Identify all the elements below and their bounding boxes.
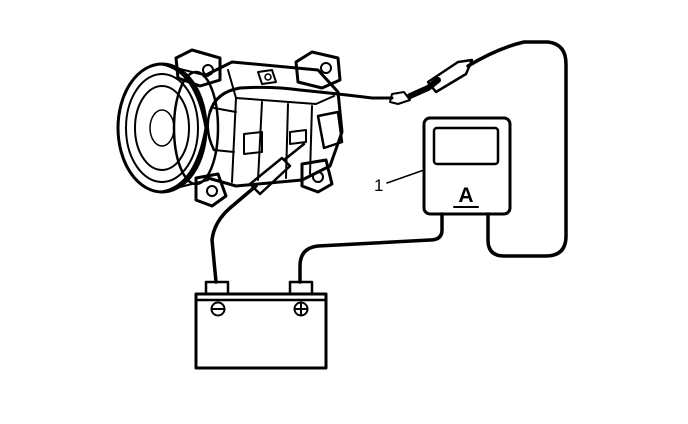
compressor-housing bbox=[174, 48, 394, 208]
test-lead-to-ammeter bbox=[389, 40, 568, 258]
callout-label-1: 1 bbox=[374, 176, 383, 195]
lead-ammeter-to-battery-positive bbox=[298, 212, 444, 284]
ammeter-unit-label: A bbox=[458, 184, 473, 207]
compressor bbox=[116, 48, 394, 208]
clutch-pulley bbox=[116, 62, 220, 194]
battery bbox=[194, 280, 328, 370]
callout-ammeter: 1 bbox=[374, 169, 425, 195]
battery-positive-terminal-icon bbox=[293, 301, 309, 317]
battery-negative-terminal-icon bbox=[210, 301, 226, 317]
ammeter: A bbox=[422, 116, 512, 216]
lead-battery-negative-to-probe bbox=[210, 142, 306, 284]
